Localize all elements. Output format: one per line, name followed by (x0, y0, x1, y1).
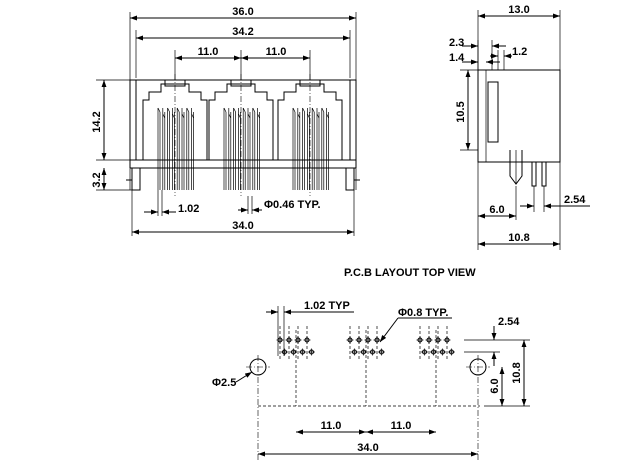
dim-pin-pitch: 1.02 (178, 203, 199, 215)
contact-pin (186, 107, 190, 190)
dim-pcb-pitch-right: 11.0 (391, 420, 412, 432)
jack-port (277, 74, 343, 196)
jack-ports (142, 74, 343, 196)
contact-pin (311, 107, 315, 190)
contact-pin (223, 107, 227, 190)
pcb-hole-group (346, 326, 385, 360)
contact-pin (302, 107, 305, 190)
contact-pin (228, 108, 232, 190)
dim-row-spacing: 2.54 (498, 316, 520, 328)
contact-pin (167, 107, 170, 190)
contact-pin (233, 107, 236, 190)
contact-pin (316, 108, 320, 190)
dim-6-0: 6.0 (489, 204, 504, 216)
dim-1-2: 1.2 (512, 46, 527, 58)
pcb-hole-group (416, 326, 455, 360)
jack-port (142, 74, 208, 196)
contact-pin (307, 108, 310, 190)
contact-pin (257, 108, 260, 190)
dim-2-3: 2.3 (449, 37, 464, 49)
contact-pin (292, 107, 296, 190)
dim-10-5: 10.5 (455, 101, 467, 122)
dim-pcb-overall: 34.0 (357, 442, 378, 454)
contact-pin (321, 107, 325, 190)
dim-body-width: 34.2 (232, 26, 253, 38)
dim-height: 14.2 (91, 111, 103, 132)
pcb-holes (276, 326, 455, 360)
side-view: 13.0 2.3 1.2 1.4 10.5 6 (449, 4, 590, 250)
dim-pcb-6-0: 6.0 (489, 378, 501, 393)
dim-pcb-10-8: 10.8 (511, 362, 523, 383)
dim-pcb-pin-pitch: 1.02 TYP (304, 300, 350, 312)
jack-port (208, 74, 274, 196)
contact-pin (172, 108, 175, 190)
dim-2-54: 2.54 (564, 194, 586, 206)
dim-pitch-right: 11.0 (266, 46, 287, 58)
pcb-hole-group (276, 326, 315, 360)
dim-overall-width: 36.0 (232, 6, 253, 18)
dim-10-8: 10.8 (508, 232, 529, 244)
front-view: 36.0 34.2 11.0 11.0 14.2 (91, 6, 360, 236)
contact-pin (176, 107, 180, 190)
contact-pin (297, 108, 301, 190)
contact-pin (191, 108, 194, 190)
contact-pin (181, 108, 185, 190)
dim-1-4: 1.4 (449, 52, 465, 64)
contact-pin (157, 107, 161, 190)
dim-hole-diameter: Φ0.8 TYP. (398, 307, 448, 319)
contact-pin (252, 107, 256, 190)
dim-mount-hole: Φ2.5 (212, 377, 236, 389)
contact-pin (242, 107, 246, 190)
dim-pin-diameter: Φ0.46 TYP. (264, 199, 321, 211)
dim-depth: 13.0 (508, 4, 529, 16)
pcb-layout: Φ2.5 1.02 TYP Φ0.8 TYP. 2.54 6.0 10.8 11… (212, 300, 530, 460)
contact-pin (238, 108, 241, 190)
dim-pcb-pitch-left: 11.0 (321, 420, 342, 432)
dim-base-width: 34.0 (232, 220, 253, 232)
contact-pin (247, 108, 251, 190)
dim-standoff: 3.2 (91, 172, 103, 187)
contact-pin (162, 108, 166, 190)
contact-pin (326, 108, 329, 190)
pcb-layout-title: P.C.B LAYOUT TOP VIEW (344, 267, 476, 279)
dim-pitch-left: 11.0 (198, 46, 219, 58)
